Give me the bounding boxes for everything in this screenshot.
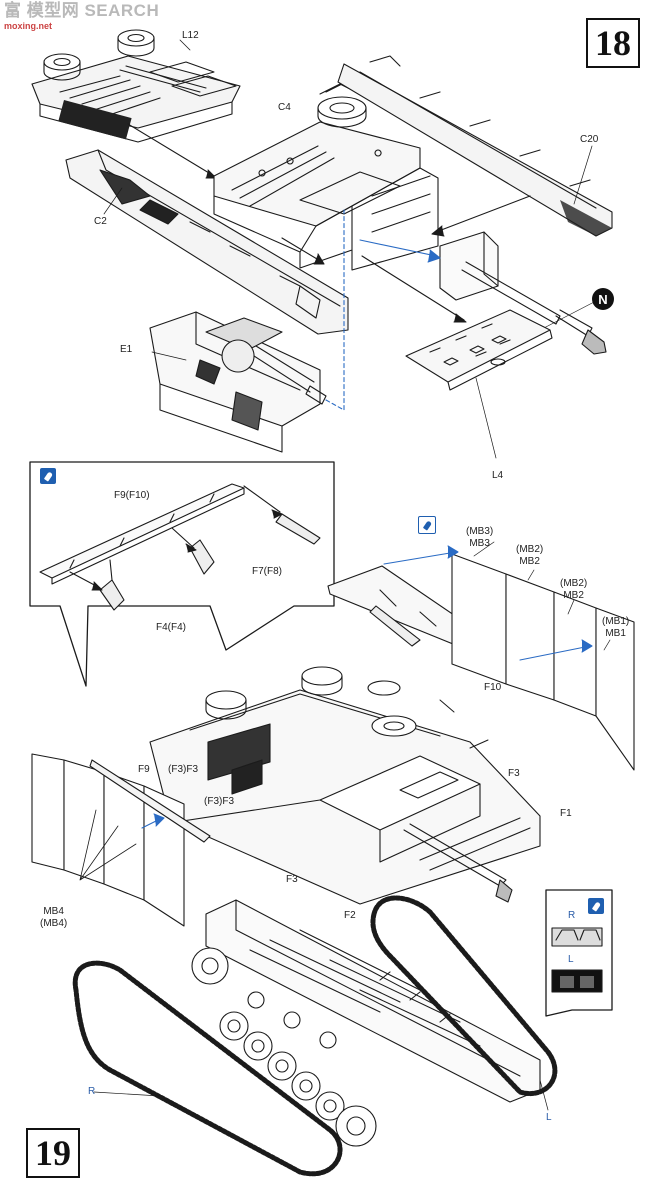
label-mb1: (MB1) MB1 — [602, 616, 629, 639]
step-number-18: 18 — [586, 18, 640, 68]
label-l4: L4 — [492, 470, 504, 481]
schurzen-right — [451, 553, 635, 771]
label-mb2-b-alt: (MB2) — [560, 578, 588, 589]
leader-c20 — [573, 145, 593, 205]
label-f3-c: F3 — [508, 768, 520, 779]
track-orientation-box — [545, 889, 613, 1017]
label-f3-a: (F3)F3 — [168, 764, 198, 775]
label-l12: L12 — [182, 30, 199, 41]
label-mb3-alt: (MB3) — [466, 526, 494, 537]
glacis-plate-l4 — [405, 309, 553, 391]
label-f3-b: (F3)F3 — [204, 796, 234, 807]
label-mb1-main: MB1 — [605, 627, 626, 639]
label-f10: F10 — [484, 682, 502, 693]
track-right — [72, 960, 343, 1177]
label-f7-f8: F7(F8) — [252, 566, 282, 577]
engine-deck-l12 — [31, 29, 241, 143]
label-c4: C4 — [278, 102, 291, 113]
label-mb1-alt: (MB1) — [602, 616, 630, 627]
label-f2: F2 — [344, 910, 356, 921]
inset-callout — [29, 461, 335, 687]
side-rail-c20 — [337, 55, 613, 237]
paint-drop-icon — [418, 516, 436, 534]
leader-l4 — [475, 377, 497, 459]
leader-c2 — [103, 187, 123, 215]
rail-assembly-f9 — [39, 483, 245, 585]
label-mb4: MB4 (MB4) — [40, 906, 67, 929]
label-f9-f10: F9(F10) — [114, 490, 150, 501]
road-wheels — [191, 947, 377, 1147]
label-mb3-main: MB3 — [469, 537, 490, 549]
label-f4-f4: F4(F4) — [156, 622, 186, 633]
leader-e1 — [151, 351, 187, 361]
label-c2: C2 — [94, 216, 107, 227]
paint-brush-icon — [40, 468, 56, 484]
label-mb3: (MB3) MB3 — [466, 526, 493, 549]
side-rail-c2 — [65, 149, 349, 335]
gun-mount-e1 — [149, 311, 327, 453]
marker-n-badge: N — [592, 288, 614, 310]
label-track-l: L — [546, 1112, 552, 1123]
label-mb2-a-alt: (MB2) — [516, 544, 544, 555]
label-mb2-b: (MB2) MB2 — [560, 578, 587, 601]
site-watermark: 富 模型网 SEARCH moxing.net — [4, 2, 159, 31]
label-f9: F9 — [138, 764, 150, 775]
label-e1: E1 — [120, 344, 133, 355]
paint-brush-icon-tracks — [588, 898, 604, 914]
hull-upper — [149, 666, 541, 905]
label-f3-d: F3 — [286, 874, 298, 885]
label-f1: F1 — [560, 808, 572, 819]
leader-n — [539, 299, 599, 331]
label-c20: C20 — [580, 134, 599, 145]
label-mb2-a: (MB2) MB2 — [516, 544, 543, 567]
arrow-l12 — [127, 123, 215, 177]
superstructure-c4 — [213, 83, 439, 271]
label-mb2-b-main: MB2 — [563, 589, 584, 601]
label-box-l: L — [568, 954, 574, 965]
watermark-url: moxing.net — [4, 21, 53, 31]
label-box-r: R — [568, 910, 576, 921]
hull-chassis — [205, 899, 541, 1103]
label-mb2-a-main: MB2 — [519, 555, 540, 567]
gun-mantlet — [439, 231, 607, 355]
track-left — [370, 895, 558, 1096]
label-mb4-alt: (MB4) — [40, 917, 68, 929]
schurzen-left — [31, 753, 211, 927]
step-number-19: 19 — [26, 1128, 80, 1178]
watermark-title: 富 模型网 SEARCH — [4, 1, 160, 20]
label-mb4-main: MB4 — [43, 906, 64, 917]
label-track-r: R — [88, 1086, 96, 1097]
